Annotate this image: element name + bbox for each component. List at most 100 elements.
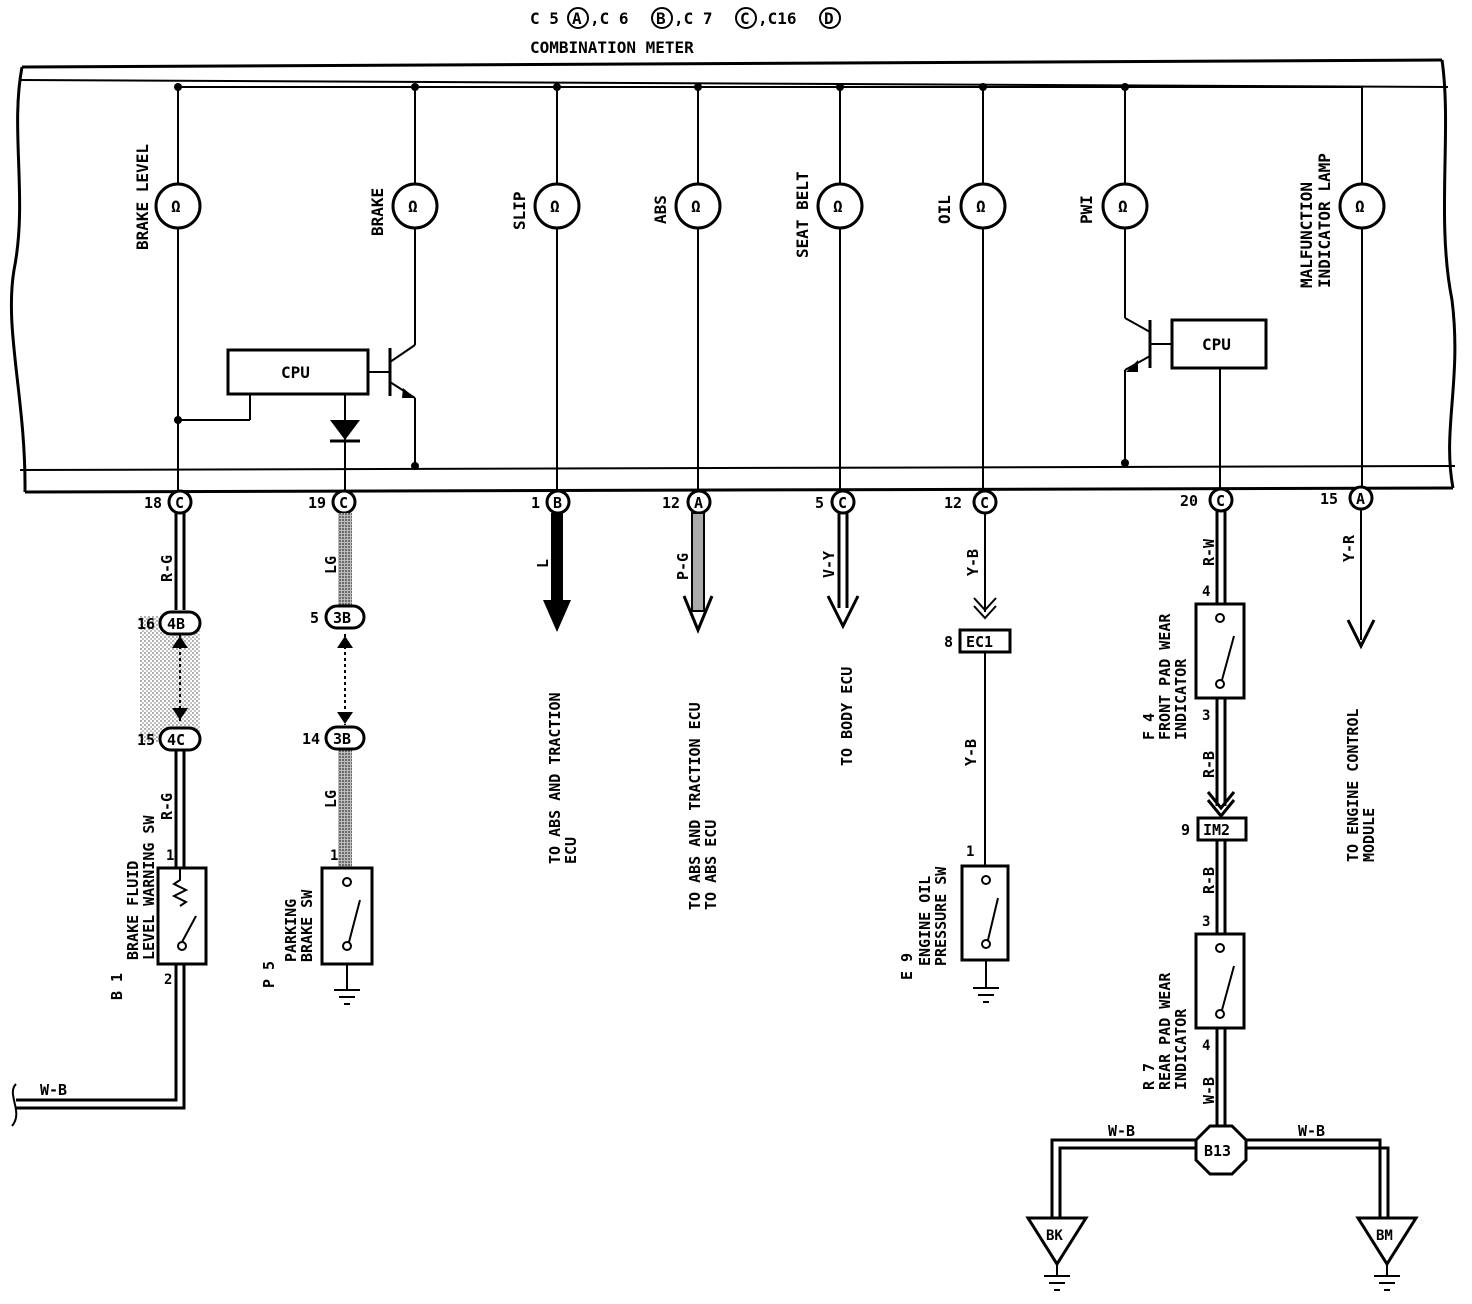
- svg-text:P-G: P-G: [674, 553, 692, 580]
- junction-4c: 4C: [167, 731, 185, 749]
- lamp-label-seat-belt: SEAT BELT: [793, 171, 812, 258]
- svg-text:5: 5: [815, 494, 824, 512]
- svg-text:C: C: [175, 494, 184, 512]
- svg-text:R-B: R-B: [1200, 867, 1218, 894]
- svg-text:BRAKE FLUID: BRAKE FLUID: [124, 861, 142, 960]
- svg-text:L: L: [534, 559, 552, 568]
- lamp-seat-belt: Ω SEAT BELT: [793, 171, 864, 258]
- svg-text:W-B: W-B: [1298, 1122, 1325, 1140]
- circuit-pad-wear: IM2 9 R-W R-B R-B W-B 4 3 3 4 F 4 FRONT …: [1140, 511, 1248, 1130]
- svg-text:18: 18: [144, 494, 162, 512]
- svg-text:C: C: [980, 494, 989, 512]
- svg-text:INDICATOR: INDICATOR: [1172, 1008, 1190, 1090]
- lamp-abs: Ω ABS: [651, 182, 722, 230]
- svg-text:PRESSURE SW: PRESSURE SW: [932, 866, 950, 966]
- destination-engine-control-2: MODULE: [1360, 808, 1378, 862]
- cpu-label-left: CPU: [281, 363, 310, 382]
- lamp-filament-icon: Ω: [408, 197, 418, 216]
- svg-text:12: 12: [662, 494, 680, 512]
- circuit-brake-fluid: 4B 16 4C 15 R-G R-G W-B 1 2 B 1 BRAKE FL…: [11, 513, 208, 1127]
- connector-header: C 5 A ,C 6 B ,C 7 C ,C16 D: [530, 7, 841, 29]
- svg-text:1: 1: [531, 494, 540, 512]
- svg-text:15: 15: [1320, 490, 1338, 508]
- svg-text:INDICATOR: INDICATOR: [1172, 658, 1190, 740]
- component-code-f4: F 4: [1140, 713, 1158, 740]
- lamp-label-malfunction-2: INDICATOR LAMP: [1315, 153, 1334, 288]
- circuit-parking-brake: 3B 5 3B 14 LG LG 1 P 5 PARKING BRAKE SW: [260, 513, 374, 1005]
- ground-splice: B13 W-B W-B BK BM: [1025, 1122, 1419, 1291]
- lamp-filament-icon: Ω: [550, 197, 560, 216]
- svg-text:15: 15: [137, 731, 155, 749]
- connector-im2: IM2: [1203, 821, 1230, 839]
- lamp-label-brake-level: BRAKE LEVEL: [133, 144, 152, 250]
- svg-text:Y-R: Y-R: [1340, 534, 1358, 562]
- svg-text:R-G: R-G: [158, 555, 176, 582]
- connector-ec1: EC1: [966, 633, 993, 651]
- svg-text:16: 16: [137, 615, 155, 633]
- svg-text:LEVEL WARNING SW: LEVEL WARNING SW: [140, 815, 158, 960]
- bus-junction-dots: [174, 83, 1129, 91]
- lamp-malfunction-indicator: Ω MALFUNCTION INDICATOR LAMP: [1297, 153, 1386, 288]
- connector-c16-letter: D: [824, 9, 834, 28]
- component-code-e9: E 9: [898, 953, 916, 980]
- lamp-filament-icon: Ω: [976, 197, 986, 216]
- ground-icon: [334, 964, 360, 1005]
- lamp-label-oil: OIL: [935, 195, 954, 224]
- lamp-filament-icon: Ω: [833, 197, 843, 216]
- lamp-label-pwi: PWI: [1077, 195, 1096, 224]
- lamp-filament-icon: Ω: [171, 197, 181, 216]
- connector-c6-letter: B: [656, 9, 666, 28]
- lamp-slip: Ω SLIP: [510, 182, 581, 230]
- svg-text:1: 1: [166, 848, 174, 864]
- ground-icon: [973, 960, 999, 1003]
- lamp-filament-icon: Ω: [1118, 197, 1128, 216]
- svg-text:LG: LG: [322, 556, 340, 574]
- destination-slip-2: ECU: [562, 837, 580, 864]
- svg-text:8: 8: [944, 633, 953, 651]
- svg-text:14: 14: [302, 730, 320, 748]
- svg-text:3: 3: [1202, 708, 1210, 724]
- combination-meter-box: [9, 58, 1457, 494]
- svg-text:C: C: [1216, 492, 1225, 510]
- junction-4b: 4B: [167, 615, 185, 633]
- combination-meter-title: COMBINATION METER: [530, 38, 694, 57]
- svg-text:LG: LG: [322, 790, 340, 808]
- connector-c5-prefix: C 5: [530, 9, 559, 28]
- svg-text:W-B: W-B: [1108, 1122, 1135, 1140]
- svg-text:C: C: [339, 494, 348, 512]
- svg-text:9: 9: [1181, 821, 1190, 839]
- lamp-oil: Ω OIL: [935, 182, 1007, 230]
- svg-text:A: A: [694, 494, 703, 512]
- svg-text:REAR PAD WEAR: REAR PAD WEAR: [1156, 972, 1174, 1090]
- internal-junction-dots: [174, 416, 1129, 470]
- lamp-label-slip: SLIP: [510, 191, 529, 230]
- svg-text:R-B: R-B: [1200, 751, 1218, 778]
- svg-text:FRONT PAD WEAR: FRONT PAD WEAR: [1156, 613, 1174, 740]
- circuit-seat-belt: V-Y TO BODY ECU: [820, 513, 860, 766]
- meter-internal-circuit: [177, 228, 1363, 492]
- component-code-r7: R 7: [1140, 1063, 1158, 1090]
- component-code-b1: B 1: [108, 973, 126, 1000]
- svg-text:5: 5: [310, 609, 319, 627]
- svg-text:V-Y: V-Y: [820, 551, 838, 578]
- destination-abs-2: TO ABS ECU: [702, 820, 720, 910]
- destination-slip-1: TO ABS AND TRACTION: [546, 692, 564, 864]
- destination-body-ecu: TO BODY ECU: [838, 667, 856, 766]
- meter-terminals: C 18 C 19 B 1 A 12 C 5 C 12 C 20 A 15: [144, 485, 1374, 515]
- component-code-p5: P 5: [260, 961, 278, 988]
- svg-text:B: B: [553, 494, 562, 512]
- connector-c6-prefix: ,C 6: [590, 9, 629, 28]
- connector-c5-letter: A: [572, 9, 582, 28]
- svg-text:3: 3: [1202, 914, 1210, 930]
- junction-3b-top: 3B: [333, 609, 351, 627]
- svg-text:W-B: W-B: [40, 1081, 67, 1099]
- lamp-label-malfunction: MALFUNCTION: [1297, 182, 1316, 288]
- svg-text:PARKING: PARKING: [282, 899, 300, 962]
- ground-point-bk: BK: [1046, 1228, 1063, 1244]
- svg-text:ENGINE OIL: ENGINE OIL: [916, 876, 934, 966]
- connector-c7-letter: C: [740, 9, 750, 28]
- svg-text:C: C: [838, 494, 847, 512]
- svg-text:12: 12: [944, 494, 962, 512]
- svg-text:20: 20: [1180, 492, 1198, 510]
- ground-point-bm: BM: [1376, 1228, 1393, 1244]
